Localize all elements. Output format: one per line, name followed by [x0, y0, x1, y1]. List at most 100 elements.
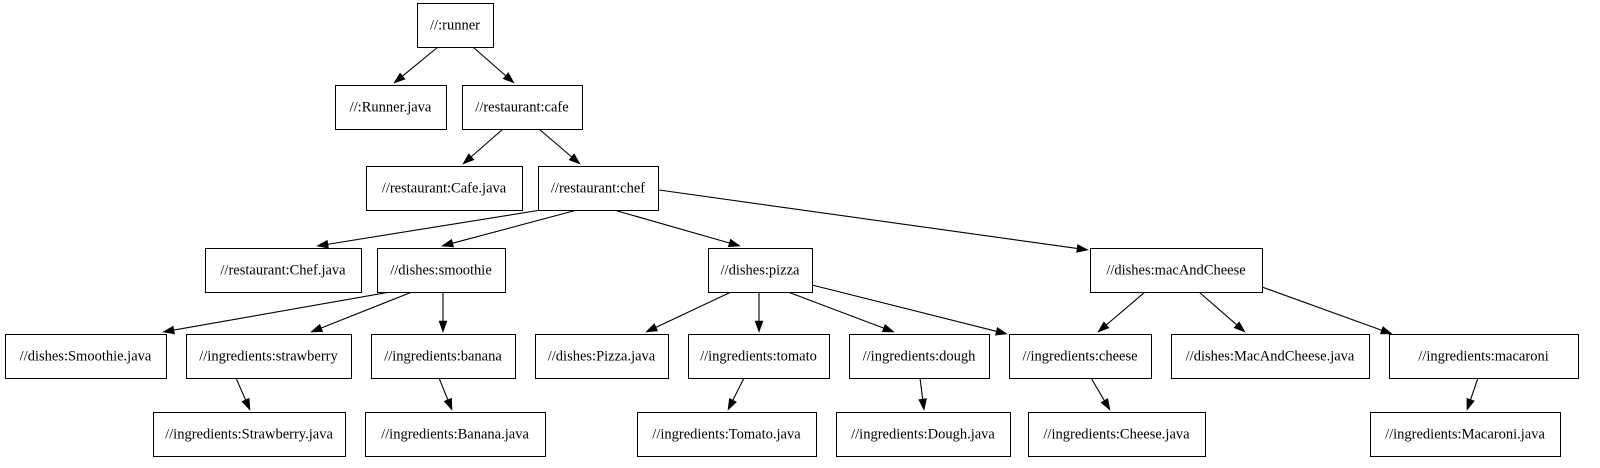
edge-arrowhead-icon: [393, 72, 406, 84]
edge-arrowhead-icon: [162, 325, 175, 335]
node-box[interactable]: [1389, 334, 1579, 379]
node-box[interactable]: [366, 166, 523, 211]
graph-node-dishes_smoothie[interactable]: //dishes:smoothie: [377, 248, 506, 293]
node-box[interactable]: [365, 412, 546, 457]
node-box[interactable]: [538, 166, 659, 211]
graph-node-cheese_java[interactable]: //ingredients:Cheese.java: [1028, 412, 1206, 457]
node-box[interactable]: [1009, 334, 1152, 379]
graph-node-pizza_java[interactable]: //dishes:Pizza.java: [535, 334, 669, 379]
node-label: //restaurant:cafe: [475, 99, 568, 115]
edge-arrowhead-icon: [443, 397, 453, 411]
node-label: //restaurant:Chef.java: [220, 262, 346, 278]
graph-node-ing_cheese[interactable]: //ingredients:cheese: [1009, 334, 1152, 379]
node-label: //dishes:smoothie: [390, 262, 492, 278]
graph-node-chef_java[interactable]: //restaurant:Chef.java: [205, 248, 362, 293]
graph-edge: [441, 209, 578, 248]
node-box[interactable]: [637, 412, 817, 457]
graph-edge: [645, 291, 732, 333]
node-label: //ingredients:Macaroni.java: [1385, 426, 1545, 442]
edge-arrowhead-icon: [994, 327, 1008, 336]
graph-edge: [393, 46, 439, 84]
edge-line: [732, 377, 745, 401]
node-label: //dishes:Pizza.java: [548, 348, 656, 364]
node-box[interactable]: [462, 85, 583, 130]
edge-arrowhead-icon: [310, 323, 324, 333]
node-box[interactable]: [186, 334, 352, 379]
graph-edge: [613, 209, 741, 248]
node-box[interactable]: [205, 248, 362, 293]
graph-edge: [316, 209, 542, 249]
edge-arrowhead-icon: [241, 397, 251, 411]
graph-node-strawberry_java[interactable]: //ingredients:Strawberry.java: [153, 412, 346, 457]
node-box[interactable]: [1090, 248, 1263, 293]
graph-edge: [1261, 286, 1393, 335]
edge-line: [1198, 291, 1238, 326]
node-box[interactable]: [1370, 412, 1561, 457]
node-label: //ingredients:cheese: [1022, 348, 1137, 364]
graph-node-restaurant_cafe[interactable]: //restaurant:cafe: [462, 85, 583, 130]
node-box[interactable]: [153, 412, 346, 457]
edge-line: [173, 291, 391, 331]
edge-line: [327, 209, 542, 245]
node-label: //ingredients:Banana.java: [381, 426, 529, 442]
edge-line: [1090, 377, 1105, 401]
edge-arrowhead-icon: [438, 320, 448, 333]
graph-node-runner[interactable]: //:runner: [417, 3, 494, 48]
graph-node-tomato_java[interactable]: //ingredients:Tomato.java: [637, 412, 817, 457]
edge-line: [655, 291, 732, 328]
edge-arrowhead-icon: [754, 320, 764, 333]
edge-arrowhead-icon: [727, 238, 741, 248]
node-box[interactable]: [417, 3, 494, 48]
graph-edge: [811, 284, 1008, 336]
edge-arrowhead-icon: [1097, 321, 1110, 333]
node-box[interactable]: [5, 334, 167, 379]
node-box[interactable]: [335, 85, 447, 130]
node-box[interactable]: [1028, 412, 1206, 457]
node-label: //dishes:pizza: [721, 262, 800, 278]
node-box[interactable]: [708, 248, 813, 293]
node-label: //dishes:macAndCheese: [1106, 262, 1245, 278]
edge-line: [1106, 291, 1146, 326]
node-label: //ingredients:Dough.java: [851, 426, 995, 442]
graph-node-ing_dough[interactable]: //ingredients:dough: [849, 334, 990, 379]
edge-arrowhead-icon: [441, 238, 455, 248]
graph-edge: [310, 291, 413, 333]
graph-node-dishes_macandchz[interactable]: //dishes:macAndCheese: [1090, 248, 1263, 293]
graph-node-dough_java[interactable]: //ingredients:Dough.java: [836, 412, 1011, 457]
node-label: //:Runner.java: [350, 99, 432, 115]
node-box[interactable]: [688, 334, 830, 379]
graph-node-macaroni_java[interactable]: //ingredients:Macaroni.java: [1370, 412, 1561, 457]
graph-edge: [1198, 291, 1246, 333]
edge-line: [470, 128, 504, 158]
graph-edge: [438, 292, 448, 333]
graph-node-smoothie_java[interactable]: //dishes:Smoothie.java: [5, 334, 167, 379]
node-box[interactable]: [849, 334, 990, 379]
node-box[interactable]: [836, 412, 1011, 457]
node-box[interactable]: [1171, 334, 1370, 379]
node-layer: //:runner //:Runner.java //restaurant:cafe…: [5, 3, 1579, 457]
graph-node-runner_java[interactable]: //:Runner.java: [335, 85, 447, 130]
edge-arrowhead-icon: [1076, 244, 1089, 253]
graph-node-ing_macaroni[interactable]: //ingredients:macaroni: [1389, 334, 1579, 379]
graph-node-macandchz_java[interactable]: //dishes:MacAndCheese.java: [1171, 334, 1370, 379]
graph-node-restaurant_chef[interactable]: //restaurant:chef: [538, 166, 659, 211]
graph-edge: [1090, 377, 1111, 411]
graph-node-cafe_java[interactable]: //restaurant:Cafe.java: [366, 166, 523, 211]
node-box[interactable]: [377, 248, 506, 293]
graph-node-ing_strawberry[interactable]: //ingredients:strawberry: [186, 334, 352, 379]
graph-node-dishes_pizza[interactable]: //dishes:pizza: [708, 248, 813, 293]
graph-node-ing_tomato[interactable]: //ingredients:tomato: [688, 334, 830, 379]
edge-arrowhead-icon: [1379, 326, 1393, 335]
edge-layer: [162, 46, 1479, 411]
graph-node-ing_banana[interactable]: //ingredients:banana: [371, 334, 516, 379]
edge-line: [811, 284, 997, 332]
graph-edge: [658, 189, 1089, 253]
edge-line: [472, 46, 507, 77]
node-label: //restaurant:chef: [551, 180, 645, 196]
graph-edge: [1466, 377, 1479, 411]
node-box[interactable]: [535, 334, 669, 379]
graph-node-banana_java[interactable]: //ingredients:Banana.java: [365, 412, 546, 457]
node-box[interactable]: [371, 334, 516, 379]
